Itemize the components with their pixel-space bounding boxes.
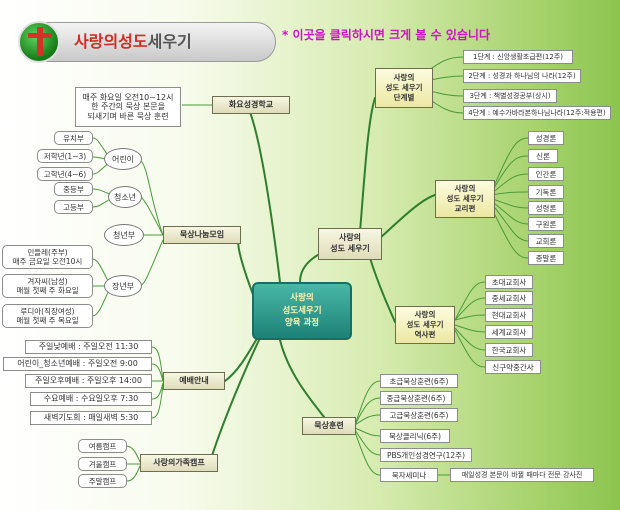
cheongsonyeon-node[interactable]: 청소년 xyxy=(108,186,142,208)
hwayo-school-node[interactable]: 화요성경학교 xyxy=(212,96,290,114)
list-item[interactable]: 겨자씨(남성) 매월 첫째 주 화요일 xyxy=(2,274,93,298)
list-item[interactable]: 초대교회사 xyxy=(485,275,533,289)
moksang-training-node[interactable]: 묵상훈련 xyxy=(302,417,356,435)
list-item[interactable]: 중등부 xyxy=(54,182,93,196)
list-item[interactable]: 현대교회사 xyxy=(485,308,533,322)
list-item[interactable]: PBS개인성경연구(12주) xyxy=(380,448,472,462)
center-line3: 양육 과정 xyxy=(284,318,320,329)
list-item[interactable]: 새벽기도회 : 매일새벽 5:30 xyxy=(30,411,152,425)
enlarge-notice-link[interactable]: * 이곳을 클릭하시면 크게 볼 수 있습니다 xyxy=(282,28,490,42)
hwayo-desc-line: 한 주간의 묵상 본문을 xyxy=(91,102,165,112)
list-item[interactable]: 한국교회사 xyxy=(485,343,533,357)
family-camp-node[interactable]: 사랑의가족캠프 xyxy=(140,454,218,472)
hwayo-desc-line: 되새기며 바른 묵상 훈련 xyxy=(87,111,169,121)
list-item[interactable]: 겨울캠프 xyxy=(78,457,127,471)
list-item[interactable]: 세계교회사 xyxy=(485,325,533,339)
list-item-detail: 매월 첫째 주 화요일 xyxy=(16,286,79,295)
seminar-note: 매일성경 본문이 바뀔 때마다 전문 강사진 xyxy=(450,468,594,482)
list-item[interactable]: 구원론 xyxy=(528,217,564,231)
list-item[interactable]: 4단계 : 예수가바라본하나님나라(12주:적용편) xyxy=(463,106,611,120)
page-title: 사랑의성도세우기 xyxy=(74,28,192,52)
list-item[interactable]: 고등부 xyxy=(54,200,93,214)
list-item-title: 겨자씨(남성) xyxy=(27,277,68,286)
jangnyeon-node[interactable]: 장년부 xyxy=(104,275,142,297)
list-item[interactable]: 기독론 xyxy=(528,185,564,199)
list-item[interactable]: 어린이_청소년예배 : 주일오전 9:00 xyxy=(3,357,152,371)
list-item-title: 루디아(직장여성) xyxy=(20,307,75,316)
center-line1: 사랑의 xyxy=(290,292,314,303)
hub-line: 사랑의 xyxy=(338,233,362,243)
title-part2: 세우기 xyxy=(147,32,192,51)
list-item[interactable]: 고학년(4~6) xyxy=(37,167,93,181)
hwayo-desc-line: 매주 화요일 오전10~12시 xyxy=(82,92,174,102)
list-item[interactable]: 초급묵상훈련(6주) xyxy=(380,374,458,388)
list-item-title: 민들레(주부) xyxy=(27,248,68,257)
title-banner xyxy=(24,22,276,62)
hub-line: 성도 세우기 xyxy=(385,82,423,92)
list-item[interactable]: 중세교회사 xyxy=(485,291,533,305)
list-item[interactable]: 주일오후예배 : 주일오후 14:00 xyxy=(25,374,152,388)
list-item[interactable]: 성령론 xyxy=(528,201,564,215)
list-item[interactable]: 인간론 xyxy=(528,167,564,181)
hub-line: 성도 세우기 xyxy=(446,193,484,203)
worship-node[interactable]: 예배안내 xyxy=(163,372,225,390)
list-item[interactable]: 저학년(1~3) xyxy=(37,149,93,163)
eorini-node[interactable]: 어린이 xyxy=(104,148,142,170)
list-item[interactable]: 교회론 xyxy=(528,234,564,248)
list-item[interactable]: 루디아(직장여성) 매월 첫째 주 목요일 xyxy=(2,304,93,328)
list-item[interactable]: 신구약중간사 xyxy=(485,360,541,374)
hub-line: 사랑의 xyxy=(454,183,476,193)
hub-line: 성도 세우기 xyxy=(406,319,444,329)
hwayo-description: 매주 화요일 오전10~12시 한 주간의 묵상 본문을 되새기며 바른 묵상 … xyxy=(75,87,181,127)
doctrine-hub-node[interactable]: 사랑의 성도 세우기 교리편 xyxy=(435,180,495,218)
hub-line: 교리편 xyxy=(454,204,476,214)
history-hub-node[interactable]: 사랑의 성도 세우기 역사편 xyxy=(395,306,455,344)
list-item[interactable]: 종말론 xyxy=(528,251,564,265)
hub-line: 역사편 xyxy=(414,330,436,340)
list-item[interactable]: 묵상클리닉(6주) xyxy=(380,429,450,443)
list-item[interactable]: 여름캠프 xyxy=(78,439,127,453)
list-item[interactable]: 주말캠프 xyxy=(78,474,127,488)
list-item[interactable]: 3단계 : 책별성경공부(상시) xyxy=(463,89,557,103)
list-item-detail: 매주 금요일 오전10시 xyxy=(12,257,83,266)
list-item[interactable]: 중급묵상훈련(6주) xyxy=(380,391,452,405)
list-item[interactable]: 민들레(주부) 매주 금요일 오전10시 xyxy=(2,245,93,269)
list-item-detail: 매월 첫째 주 목요일 xyxy=(16,316,79,325)
hub-line: 사랑의 xyxy=(393,72,415,82)
hub-line: 성도 세우기 xyxy=(330,244,370,253)
cross-icon xyxy=(37,27,43,56)
center-node: 사랑의 성도세우기 양육 과정 xyxy=(252,282,352,340)
moksang-group-node[interactable]: 묵상나눔모임 xyxy=(163,226,241,244)
hub-line: 사랑의 xyxy=(414,309,436,319)
list-item[interactable]: 고급묵상훈련(6주) xyxy=(380,408,458,422)
hub-line: 단계별 xyxy=(393,93,415,103)
list-item[interactable]: 묵자세미나 xyxy=(380,468,438,482)
center-line2: 성도세우기 xyxy=(282,305,322,316)
list-item[interactable]: 주일낮예배 : 주일오전 11:30 xyxy=(25,340,152,354)
title-part1: 사랑의성도 xyxy=(74,32,148,51)
list-item[interactable]: 2단계 : 성경과 하나님의 나라(12주) xyxy=(463,69,581,83)
cheongnyeon-node[interactable]: 청년부 xyxy=(104,224,144,246)
stage-hub-node[interactable]: 사랑의 성도 세우기 단계별 xyxy=(375,68,433,108)
list-item[interactable]: 수요예배 : 수요일오후 7:30 xyxy=(30,392,152,406)
cross-icon-bar xyxy=(28,33,52,38)
main-hub-node[interactable]: 사랑의 성도 세우기 xyxy=(318,228,382,260)
list-item[interactable]: 유치부 xyxy=(54,131,93,145)
list-item[interactable]: 성경론 xyxy=(528,131,564,145)
list-item[interactable]: 1단계 : 신앙생활초급편(12주) xyxy=(463,50,573,64)
list-item[interactable]: 신론 xyxy=(528,149,558,163)
